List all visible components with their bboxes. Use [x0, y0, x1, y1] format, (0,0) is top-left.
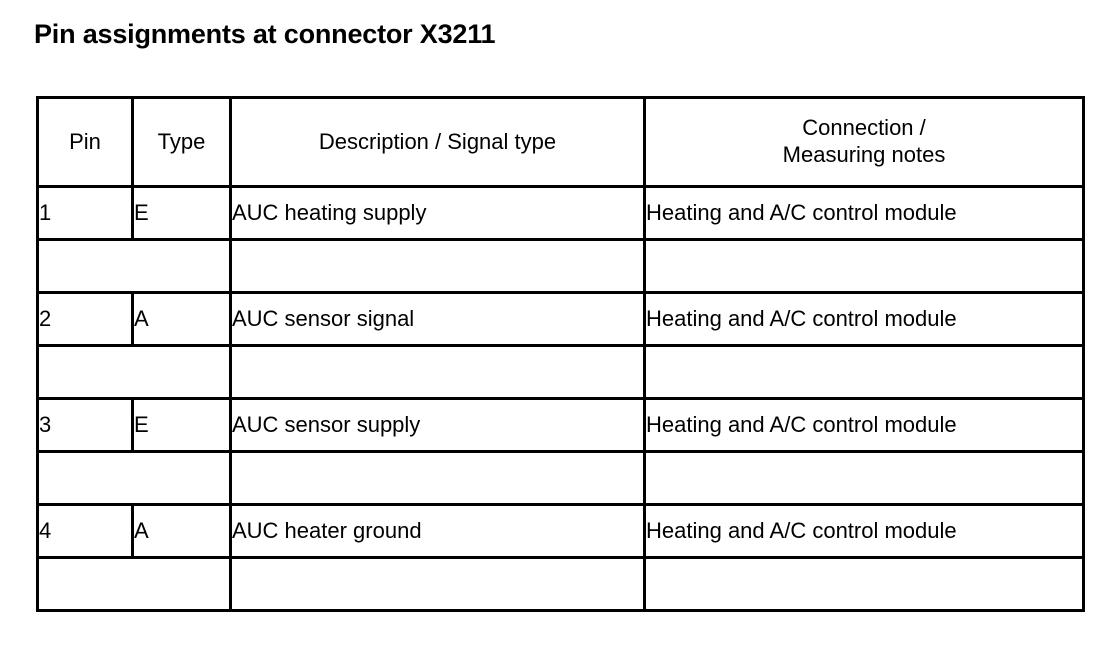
cell-description: AUC sensor supply [229, 397, 646, 453]
column-header-connection-line2: Measuring notes [782, 142, 946, 167]
cell-connection: Heating and A/C control module [643, 397, 1085, 453]
column-header-connection: Connection / Measuring notes [643, 96, 1085, 188]
spacer-cell-connection [643, 238, 1085, 294]
table-spacer-row [36, 556, 1085, 612]
spacer-cell-connection [643, 344, 1085, 400]
table-row: 3 E AUC sensor supply Heating and A/C co… [36, 397, 1085, 453]
spacer-cell-pin-type [36, 238, 232, 294]
column-header-connection-line1: Connection / [802, 115, 926, 141]
cell-pin: 1 [36, 185, 134, 241]
cell-connection: Heating and A/C control module [643, 185, 1085, 241]
spacer-cell-description [229, 238, 646, 294]
cell-pin: 2 [36, 291, 134, 347]
table-row: 1 E AUC heating supply Heating and A/C c… [36, 185, 1085, 241]
table-row: 2 A AUC sensor signal Heating and A/C co… [36, 291, 1085, 347]
cell-connection: Heating and A/C control module [643, 503, 1085, 559]
table-header-row: Pin Type Description / Signal type Conne… [36, 96, 1085, 188]
table-spacer-row [36, 238, 1085, 294]
cell-pin: 3 [36, 397, 134, 453]
spacer-cell-pin-type [36, 450, 232, 506]
table-spacer-row [36, 450, 1085, 506]
column-header-description: Description / Signal type [229, 96, 646, 188]
spacer-cell-connection [643, 450, 1085, 506]
column-header-pin: Pin [36, 96, 134, 188]
cell-description: AUC heating supply [229, 185, 646, 241]
spacer-cell-pin-type [36, 556, 232, 612]
page-title: Pin assignments at connector X3211 [34, 19, 496, 49]
cell-description: AUC heater ground [229, 503, 646, 559]
table-row: 4 A AUC heater ground Heating and A/C co… [36, 503, 1085, 559]
column-header-type: Type [131, 96, 232, 188]
cell-type: A [131, 503, 232, 559]
spacer-cell-connection [643, 556, 1085, 612]
spacer-cell-description [229, 556, 646, 612]
spacer-cell-description [229, 450, 646, 506]
table-spacer-row [36, 344, 1085, 400]
cell-type: A [131, 291, 232, 347]
pin-assignment-table: Pin Type Description / Signal type Conne… [36, 96, 1085, 612]
spacer-cell-pin-type [36, 344, 232, 400]
cell-type: E [131, 397, 232, 453]
cell-description: AUC sensor signal [229, 291, 646, 347]
cell-connection: Heating and A/C control module [643, 291, 1085, 347]
cell-pin: 4 [36, 503, 134, 559]
cell-type: E [131, 185, 232, 241]
spacer-cell-description [229, 344, 646, 400]
